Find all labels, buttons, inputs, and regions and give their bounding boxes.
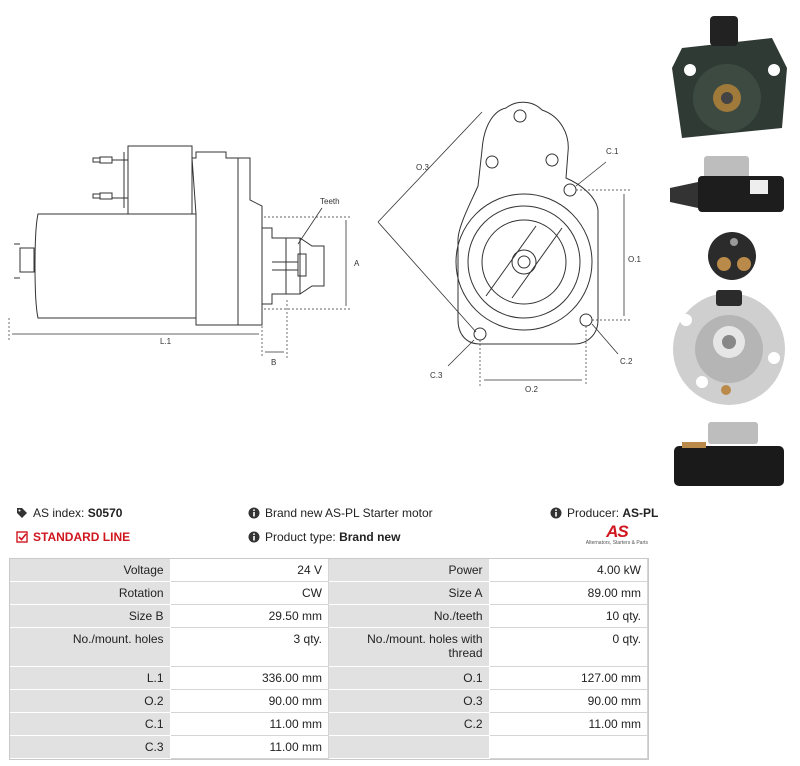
spec-label: O.3 <box>328 690 490 713</box>
spec-value: 24 V <box>170 559 329 582</box>
spec-value: 11.00 mm <box>170 736 329 759</box>
checkbox-checked-icon <box>16 531 28 543</box>
photo-front-flange <box>662 8 792 148</box>
producer-label: Producer: <box>567 506 620 520</box>
label-b: B <box>271 358 276 367</box>
spec-label: C.2 <box>328 713 490 736</box>
spec-value: 90.00 mm <box>489 690 648 713</box>
solenoid-outline <box>127 145 193 215</box>
motor-housing-outline <box>34 151 263 326</box>
spec-value: 11.00 mm <box>170 713 329 736</box>
label-a: A <box>354 259 360 268</box>
description-text: Brand new AS-PL Starter motor <box>265 506 433 520</box>
photo-angled-view <box>664 416 794 498</box>
description: Brand new AS-PL Starter motor <box>248 506 433 520</box>
table-row: No./mount. holes 3 qty. No./mount. holes… <box>10 628 648 667</box>
spec-value: 0 qty. <box>489 628 648 667</box>
spec-label: Size A <box>328 582 490 605</box>
spec-value: CW <box>170 582 329 605</box>
table-row: C.3 11.00 mm <box>10 736 648 759</box>
spec-value: 29.50 mm <box>170 605 329 628</box>
product-type-value: Brand new <box>339 530 401 544</box>
specs-table: Voltage 24 V Power 4.00 kW Rotation CW S… <box>9 558 649 760</box>
spec-label <box>328 736 490 759</box>
info-icon <box>550 507 562 519</box>
standard-line: STANDARD LINE <box>16 530 130 544</box>
logo-mark: AS <box>606 522 629 541</box>
label-teeth: Teeth <box>320 197 340 206</box>
label-o3: O.3 <box>416 163 429 172</box>
spec-label: No./teeth <box>328 605 490 628</box>
info-icon <box>248 531 260 543</box>
tag-icon <box>17 508 27 518</box>
spec-value: 127.00 mm <box>489 667 648 690</box>
spec-label: C.1 <box>10 713 171 736</box>
spec-value: 89.00 mm <box>489 582 648 605</box>
spec-label: No./mount. holes <box>10 628 171 667</box>
table-row: Voltage 24 V Power 4.00 kW <box>10 559 648 582</box>
info-icon <box>248 507 260 519</box>
standard-line-label: STANDARD LINE <box>33 530 131 544</box>
spec-label: Size B <box>10 605 171 628</box>
label-c3: C.3 <box>430 371 443 380</box>
table-row: Rotation CW Size A 89.00 mm <box>10 582 648 605</box>
spec-value: 90.00 mm <box>170 690 329 713</box>
label-c1: C.1 <box>606 147 619 156</box>
producer-value: AS-PL <box>622 506 659 520</box>
product-info: AS index: S0570 STANDARD LINE Brand new … <box>10 502 658 552</box>
spec-label: No./mount. holes with thread <box>328 628 490 667</box>
photo-flange-detail <box>662 286 796 412</box>
spec-value <box>489 736 648 759</box>
as-pl-logo: AS Alternators, Starters & Parts <box>585 522 648 546</box>
mount-hole-c2 <box>579 313 593 327</box>
mount-hole-c1 <box>563 183 577 197</box>
as-index-value: S0570 <box>87 506 123 520</box>
spec-label: Power <box>328 559 490 582</box>
spec-value: 11.00 mm <box>489 713 648 736</box>
label-c2: C.2 <box>620 357 633 366</box>
logo-tagline: Alternators, Starters & Parts <box>585 540 648 546</box>
label-o1: O.1 <box>628 255 641 264</box>
spec-label: Voltage <box>10 559 171 582</box>
photo-rear-terminals <box>696 228 768 284</box>
spec-label: L.1 <box>10 667 171 690</box>
label-l1: L.1 <box>160 337 172 346</box>
as-index: AS index: S0570 <box>16 506 122 520</box>
product-type-label: Product type: <box>265 530 336 544</box>
photo-side-view <box>664 152 794 222</box>
spec-label: C.3 <box>10 736 171 759</box>
spec-value: 3 qty. <box>170 628 329 667</box>
producer: Producer: AS-PL <box>550 506 658 520</box>
table-row: Size B 29.50 mm No./teeth 10 qty. <box>10 605 648 628</box>
mount-hole-c3 <box>473 327 487 341</box>
label-o2: O.2 <box>525 385 538 394</box>
table-row: C.1 11.00 mm C.2 11.00 mm <box>10 713 648 736</box>
spec-label: O.2 <box>10 690 171 713</box>
spec-value: 336.00 mm <box>170 667 329 690</box>
spec-label: Rotation <box>10 582 171 605</box>
spec-value: 4.00 kW <box>489 559 648 582</box>
table-row: L.1 336.00 mm O.1 127.00 mm <box>10 667 648 690</box>
product-type: Product type: Brand new <box>248 530 400 544</box>
front-view-flange-outline <box>457 101 599 345</box>
as-index-label: AS index: <box>33 506 85 520</box>
pinion-outline <box>262 227 325 305</box>
technical-drawing: Teeth A B L.1 O.3 C.1 O.1 C.2 C.3 O.2 <box>8 101 641 394</box>
table-row: O.2 90.00 mm O.3 90.00 mm <box>10 690 648 713</box>
shaft-circle <box>511 249 537 275</box>
spec-label: O.1 <box>328 667 490 690</box>
spec-value: 10 qty. <box>489 605 648 628</box>
